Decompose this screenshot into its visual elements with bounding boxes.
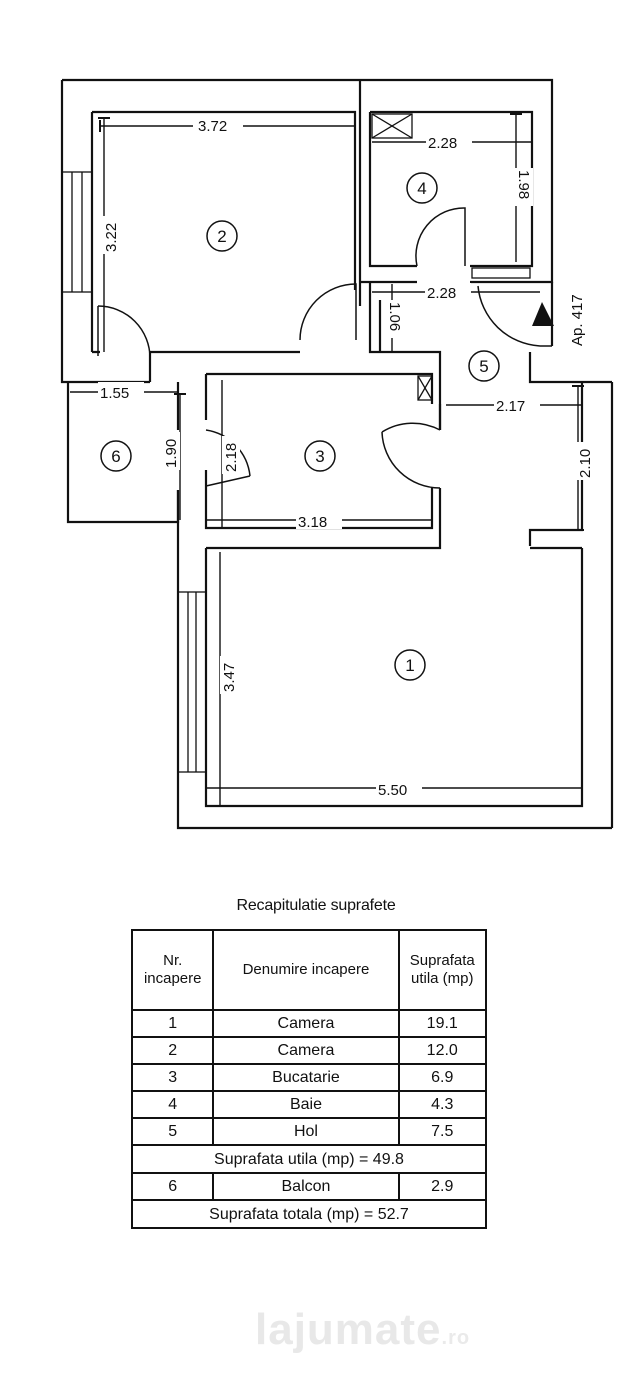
cell-nr: 4 bbox=[130, 1090, 215, 1119]
floor-plan: 3.72 3.22 2.28 1.98 2.28 1.06 2.17 2.10 … bbox=[60, 78, 614, 830]
dim-hall-right-width: 2.17 bbox=[496, 398, 525, 415]
room-marker-2: 2 bbox=[206, 220, 238, 252]
bath-door-frame bbox=[471, 267, 531, 279]
door-kitchen-right bbox=[381, 422, 441, 489]
wall-room2-outer bbox=[62, 78, 554, 306]
header-area: Suprafata utila (mp) bbox=[397, 929, 487, 1011]
table-row: 5 Hol 7.5 bbox=[130, 1117, 487, 1146]
cell-area: 4.3 bbox=[397, 1090, 487, 1119]
grand-total-row: Suprafata totala (mp) = 52.7 bbox=[131, 1199, 487, 1229]
area-summary-table: Nr. incapere Denumire incapere Suprafata… bbox=[130, 929, 487, 1229]
dim-room1-width: 5.50 bbox=[378, 782, 407, 799]
table-row: 2 Camera 12.0 bbox=[130, 1036, 487, 1065]
cell-nr: 6 bbox=[130, 1172, 215, 1201]
table-row: 4 Baie 4.3 bbox=[130, 1090, 487, 1119]
cell-name: Camera bbox=[212, 1036, 400, 1065]
door-entrance bbox=[477, 285, 541, 347]
door-balcony bbox=[97, 305, 151, 359]
dim-room2-height: 3.22 bbox=[103, 223, 120, 252]
svg-text:2: 2 bbox=[217, 227, 226, 246]
dim-balcony-width: 1.55 bbox=[100, 385, 129, 402]
cell-area: 2.9 bbox=[397, 1172, 487, 1201]
room-marker-5: 5 bbox=[468, 350, 500, 382]
balcony-row: 6 Balcon 2.9 bbox=[130, 1172, 487, 1201]
wall-balcony bbox=[66, 382, 180, 524]
dim-kitchen-height: 2.18 bbox=[223, 443, 240, 472]
cell-area: 6.9 bbox=[397, 1063, 487, 1092]
wall-kitchen bbox=[148, 350, 442, 540]
bath-vent bbox=[371, 113, 413, 139]
entrance-triangle-icon bbox=[532, 302, 554, 326]
window-room1 bbox=[177, 591, 207, 773]
useful-total: Suprafata utila (mp) = 49.8 bbox=[131, 1144, 487, 1174]
cell-nr: 1 bbox=[130, 1009, 215, 1038]
header-nr: Nr. incapere bbox=[130, 929, 215, 1011]
dim-room4-width: 2.28 bbox=[428, 135, 457, 152]
svg-text:5: 5 bbox=[479, 357, 488, 376]
wall-room1 bbox=[176, 490, 612, 830]
cell-name: Camera bbox=[212, 1009, 400, 1038]
room-marker-1: 1 bbox=[394, 649, 426, 681]
cell-nr: 3 bbox=[130, 1063, 215, 1092]
cell-nr: 2 bbox=[130, 1036, 215, 1065]
table-row: 3 Bucatarie 6.9 bbox=[130, 1063, 487, 1092]
dim-hall-right-height: 2.10 bbox=[577, 449, 594, 478]
table-row: 1 Camera 19.1 bbox=[130, 1009, 487, 1038]
dim-kitchen-width: 3.18 bbox=[298, 514, 327, 531]
cell-name: Baie bbox=[212, 1090, 400, 1119]
cell-nr: 5 bbox=[130, 1117, 215, 1146]
wall-hall-right bbox=[528, 282, 614, 828]
header-name: Denumire incapere bbox=[212, 929, 400, 1011]
door-room2 bbox=[299, 283, 357, 341]
useful-total-row: Suprafata utila (mp) = 49.8 bbox=[131, 1144, 487, 1174]
dim-room1-height: 3.47 bbox=[221, 663, 238, 692]
watermark-suffix: .ro bbox=[441, 1327, 471, 1349]
cell-area: 19.1 bbox=[397, 1009, 487, 1038]
dim-balcony-height: 1.90 bbox=[163, 439, 180, 468]
dim-hall-passage: 1.06 bbox=[386, 302, 403, 331]
cell-name: Hol bbox=[212, 1117, 400, 1146]
door-room4 bbox=[415, 207, 466, 267]
cell-area: 7.5 bbox=[397, 1117, 487, 1146]
cell-name: Bucatarie bbox=[212, 1063, 400, 1092]
watermark-text: lajumate bbox=[255, 1305, 442, 1354]
room-marker-4: 4 bbox=[406, 172, 438, 204]
svg-text:6: 6 bbox=[111, 447, 120, 466]
room-marker-6: 6 bbox=[100, 440, 132, 472]
watermark: lajumate.ro bbox=[255, 1305, 470, 1355]
window-room2 bbox=[61, 171, 93, 293]
svg-text:4: 4 bbox=[417, 179, 426, 198]
kitchen-vent bbox=[417, 375, 433, 401]
svg-text:1: 1 bbox=[405, 656, 414, 675]
room-marker-3: 3 bbox=[304, 440, 336, 472]
apartment-label: Ap. 417 bbox=[569, 294, 586, 346]
dim-room4-height: 1.98 bbox=[515, 170, 532, 199]
svg-text:3: 3 bbox=[315, 447, 324, 466]
dim-room2-width: 3.72 bbox=[198, 118, 227, 135]
cell-name: Balcon bbox=[212, 1172, 400, 1201]
summary-title: Recapitulatie suprafete bbox=[236, 897, 396, 914]
grand-total: Suprafata totala (mp) = 52.7 bbox=[131, 1199, 487, 1229]
table-header-row: Nr. incapere Denumire incapere Suprafata… bbox=[130, 929, 487, 1011]
cell-area: 12.0 bbox=[397, 1036, 487, 1065]
dim-hall-width: 2.28 bbox=[427, 285, 456, 302]
wall-hall-passage bbox=[368, 282, 442, 430]
